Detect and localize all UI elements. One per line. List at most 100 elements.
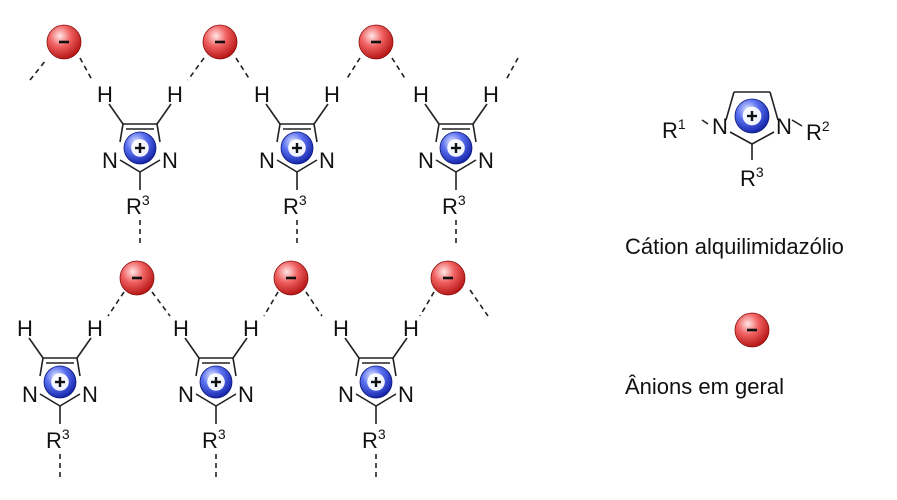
ring-bond: [156, 123, 161, 143]
cation-charge: [43, 365, 77, 399]
ring-bond: [119, 159, 141, 173]
r3-label: R3: [46, 426, 70, 453]
cation-charge: [439, 131, 473, 165]
ring-bond: [769, 91, 779, 121]
hydrogen-bond: [305, 291, 323, 317]
nitrogen-label: N: [102, 148, 118, 173]
cation-charge: [123, 131, 157, 165]
hydrogen-bond: [235, 57, 251, 81]
cation-charge: [734, 98, 770, 134]
hydrogen-bond: [107, 291, 125, 317]
n-r1-bond: [701, 119, 709, 125]
imidazolium-cation: H H N N R3: [413, 82, 499, 244]
hydrogen-bond: [263, 291, 279, 317]
ring-bond: [76, 357, 81, 377]
ring-bond: [375, 393, 397, 407]
nitrogen-label: N: [712, 114, 728, 139]
nitrogen-label: N: [259, 148, 275, 173]
ring-bond: [39, 393, 61, 407]
r3-label: R3: [202, 426, 226, 453]
r3-label: R3: [126, 192, 150, 219]
imidazolium-cation: H H N N R3: [17, 316, 103, 478]
r1-label: R1: [662, 116, 686, 143]
hydrogen-bond: [419, 291, 435, 317]
ch-bond: [424, 103, 440, 125]
ch-bond: [76, 337, 92, 359]
ring-bond: [276, 123, 281, 143]
ch-bond: [28, 337, 44, 359]
anion-middle-1: [119, 260, 155, 296]
nitrogen-label: N: [478, 148, 494, 173]
anion-top-2: [202, 24, 238, 60]
edge-interaction: [469, 289, 489, 317]
r3-label: R3: [442, 192, 466, 219]
hydrogen-bond: [151, 291, 171, 317]
nitrogen-label: N: [22, 382, 38, 407]
ring-bond: [435, 159, 457, 173]
hydrogen-bond: [79, 57, 93, 81]
hydrogen-label: H: [254, 82, 270, 107]
ring-bond: [215, 393, 237, 407]
hydrogen-bond: [187, 57, 205, 81]
anion-top-3: [358, 24, 394, 60]
ring-bond: [59, 393, 81, 407]
ch-bond: [184, 337, 200, 359]
ring-bond: [729, 131, 753, 145]
nitrogen-label: N: [776, 114, 792, 139]
ring-bond: [435, 123, 440, 143]
ring-bond: [392, 357, 397, 377]
ch-bond: [472, 103, 488, 125]
ch-bond: [232, 337, 248, 359]
nitrogen-label: N: [398, 382, 414, 407]
ring-bond: [313, 123, 318, 143]
hydrogen-label: H: [243, 316, 259, 341]
hydrogen-label: H: [97, 82, 113, 107]
ring-bond: [195, 357, 200, 377]
ring-bond: [355, 357, 360, 377]
nitrogen-label: N: [338, 382, 354, 407]
ch-bond: [108, 103, 124, 125]
r2-label: R2: [806, 118, 830, 145]
hydrogen-label: H: [333, 316, 349, 341]
nitrogen-label: N: [418, 148, 434, 173]
r3-label: R3: [283, 192, 307, 219]
ring-bond: [195, 393, 217, 407]
hydrogen-label: H: [483, 82, 499, 107]
edge-interaction: [29, 59, 47, 81]
cation-charge: [280, 131, 314, 165]
nitrogen-label: N: [82, 382, 98, 407]
ch-bond: [392, 337, 408, 359]
hydrogen-bond: [345, 57, 361, 81]
hydrogen-label: H: [167, 82, 183, 107]
ring-bond: [355, 393, 377, 407]
ring-bond: [751, 131, 775, 145]
hydrogen-label: H: [87, 316, 103, 341]
ch-bond: [265, 103, 281, 125]
ring-bond: [139, 159, 161, 173]
hydrogen-bond: [391, 57, 407, 81]
cation-charge: [199, 365, 233, 399]
hydrogen-label: H: [17, 316, 33, 341]
anion-middle-2: [273, 260, 309, 296]
nitrogen-label: N: [178, 382, 194, 407]
nitrogen-label: N: [319, 148, 335, 173]
cation-charge: [359, 365, 393, 399]
r3-label: R3: [740, 164, 764, 191]
ring-bond: [455, 159, 477, 173]
ring-bond: [232, 357, 237, 377]
ring-bond: [296, 159, 318, 173]
ch-bond: [344, 337, 360, 359]
ring-bond: [276, 159, 298, 173]
anion-top-1: [46, 24, 82, 60]
ring-bond: [472, 123, 477, 143]
hydrogen-label: H: [413, 82, 429, 107]
